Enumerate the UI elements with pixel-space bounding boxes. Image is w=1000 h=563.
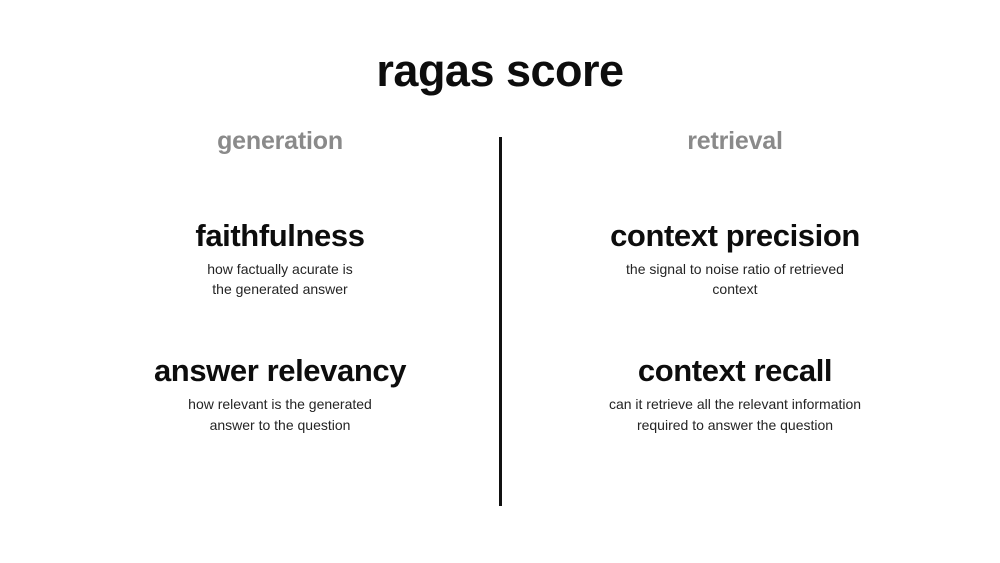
- metric-answer-relevancy: answer relevancy how relevant is the gen…: [70, 300, 490, 435]
- metric-description-line: the generated answer: [212, 281, 348, 298]
- metric-description-line: how relevant is the generated: [188, 396, 372, 413]
- column-retrieval: retrieval context precision the signal t…: [525, 127, 945, 435]
- metric-description-context-precision: the signal to noise ratio of retrieved c…: [525, 259, 945, 300]
- metric-description-line: can it retrieve all the relevant informa…: [608, 396, 862, 413]
- metric-name-answer-relevancy: answer relevancy: [153, 352, 407, 388]
- column-header-retrieval: retrieval: [687, 127, 783, 155]
- page-title: ragas score: [376, 45, 624, 96]
- column-generation: generation faithfulness how factually ac…: [70, 127, 490, 435]
- metric-context-recall: context recall can it retrieve all the r…: [525, 300, 945, 435]
- metric-description-line: the signal to noise ratio of retrieved: [626, 261, 844, 278]
- metric-name-faithfulness: faithfulness: [195, 217, 365, 253]
- metric-description-line: required to answer the question: [636, 416, 834, 433]
- metric-faithfulness: faithfulness how factually acurate is th…: [70, 156, 490, 300]
- metric-description-context-recall: can it retrieve all the relevant informa…: [525, 394, 945, 435]
- metric-name-context-precision: context precision: [610, 217, 860, 253]
- metric-description-line: context: [712, 281, 758, 298]
- metric-name-context-recall: context recall: [637, 352, 833, 388]
- metric-description-faithfulness: how factually acurate is the generated a…: [70, 259, 490, 300]
- metric-context-precision: context precision the signal to noise ra…: [525, 156, 945, 300]
- column-header-generation: generation: [217, 127, 343, 155]
- metric-description-line: answer to the question: [209, 416, 351, 433]
- column-divider: [499, 137, 502, 506]
- metric-description-line: how factually acurate is: [207, 261, 353, 278]
- metric-description-answer-relevancy: how relevant is the generated answer to …: [70, 394, 490, 435]
